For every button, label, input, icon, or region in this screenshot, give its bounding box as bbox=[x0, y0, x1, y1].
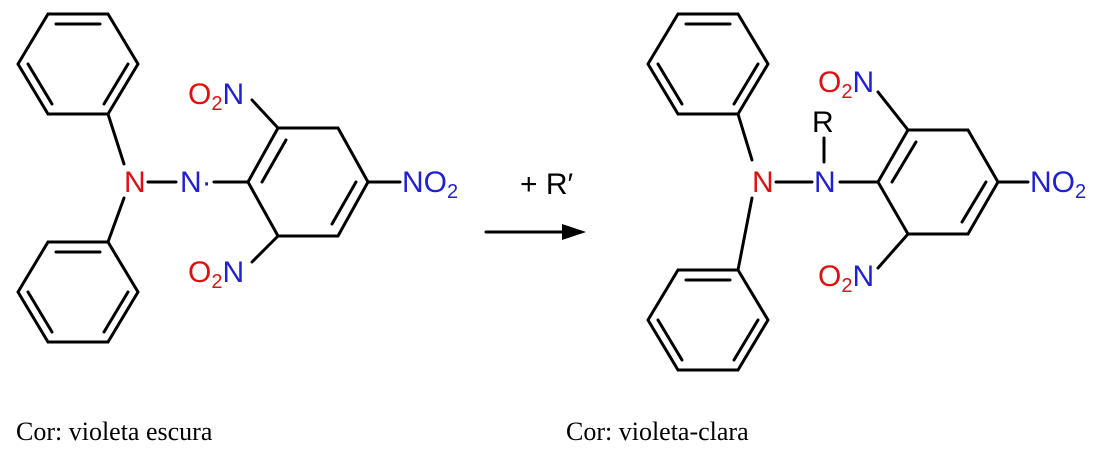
left-bottom-phenyl-ring bbox=[16, 240, 140, 344]
right-substituent-r: R bbox=[812, 106, 834, 139]
right-picryl-ring bbox=[876, 128, 1000, 236]
right-nitro-top: O2N bbox=[818, 66, 874, 103]
right-molecule: N N R O2N O2N NO2 bbox=[646, 12, 1086, 372]
reagent-label: + R′ bbox=[520, 168, 574, 201]
right-top-phenyl-ring bbox=[646, 12, 770, 116]
right-amine-n: N bbox=[752, 166, 774, 199]
right-nitro-right: NO2 bbox=[1030, 166, 1086, 203]
left-molecule: N N· O2N O2N NO2 bbox=[16, 12, 458, 344]
right-bottom-phenyl-ring bbox=[646, 268, 770, 372]
right-color-caption: Cor: violeta-clara bbox=[566, 417, 749, 446]
left-nitro-right: NO2 bbox=[402, 166, 458, 203]
left-color-caption: Cor: violeta escura bbox=[16, 417, 213, 446]
right-nitro-bottom: O2N bbox=[818, 260, 874, 297]
left-nitro-bottom: O2N bbox=[188, 256, 244, 293]
reaction-arrow-group: + R′ bbox=[484, 168, 586, 240]
left-radical-n: N· bbox=[180, 166, 212, 199]
left-amine-n: N bbox=[124, 166, 146, 199]
left-top-phenyl-ring bbox=[16, 12, 140, 116]
right-hydrazyl-n: N bbox=[814, 166, 836, 199]
left-picryl-ring bbox=[246, 126, 370, 238]
arrow-head-icon bbox=[562, 224, 586, 240]
left-nitro-top: O2N bbox=[188, 78, 244, 115]
